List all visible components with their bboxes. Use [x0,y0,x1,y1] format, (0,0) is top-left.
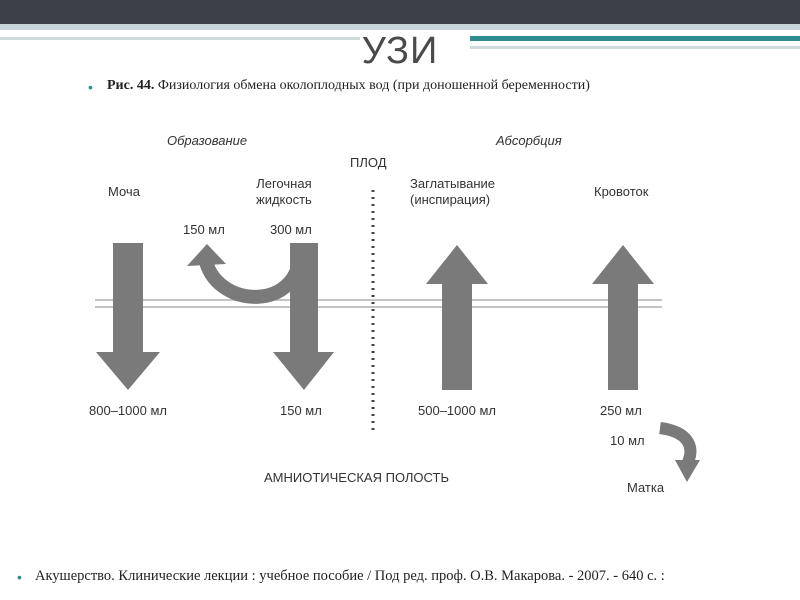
lung-fluid-recirculation-head [187,244,226,266]
figure-number: Рис. 44. [107,78,155,93]
lung-fluid-returned-volume: 150 мл [183,222,225,237]
header-stripe-light-2 [470,46,800,49]
swallowing-label: Заглатывание (инспирация) [410,176,495,208]
amniotic-cavity-label: АМНИОТИЧЕСКАЯ ПОЛОСТЬ [264,470,449,485]
absorption-label: Абсорбция [496,133,562,148]
swallowing-arrow [426,245,488,390]
lung-fluid-arrow [273,243,334,390]
figure-caption: Рис. 44. Физиология обмена околоплодных … [107,78,590,94]
lung-fluid-recirculation-arrow [199,251,307,304]
bullet-icon: • [17,569,22,585]
uterus-label: Матка [627,480,665,495]
fetus-label: ПЛОД [350,155,387,170]
source-reference: Акушерство. Клинические лекции : учебное… [35,568,665,584]
uterus-transfer-arrow-head [675,460,700,482]
urine-label: Моча [108,184,140,199]
uterus-transfer-volume: 10 мл [610,433,645,448]
blood-flow-volume: 250 мл [600,403,642,418]
urine-volume: 800–1000 мл [89,403,167,418]
lung-fluid-label: Легочная жидкость [256,176,312,208]
swallowing-label-line2: (инспирация) [410,192,491,207]
slide-title: УЗИ [361,30,439,72]
lung-fluid-recirculated-volume: 300 мл [270,222,312,237]
bullet-icon: • [88,79,93,95]
swallowing-label-line1: Заглатывание [410,176,496,191]
lung-fluid-label-line2: жидкость [256,192,312,207]
blood-flow-label: Кровоток [594,184,649,199]
header-bar [0,0,800,24]
urine-arrow [96,243,160,390]
lung-fluid-label-line1: Легочная [256,176,312,191]
formation-label: Образование [167,133,248,148]
swallowing-volume: 500–1000 мл [418,403,496,418]
header-accent-band [0,24,800,30]
header-stripe-light [0,37,360,40]
uterus-transfer-arrow [658,422,697,465]
blood-flow-arrow [592,245,654,390]
header-stripe [470,36,800,41]
figure-caption-text: Физиология обмена околоплодных вод (при … [154,78,590,93]
lung-fluid-volume: 150 мл [280,403,322,418]
